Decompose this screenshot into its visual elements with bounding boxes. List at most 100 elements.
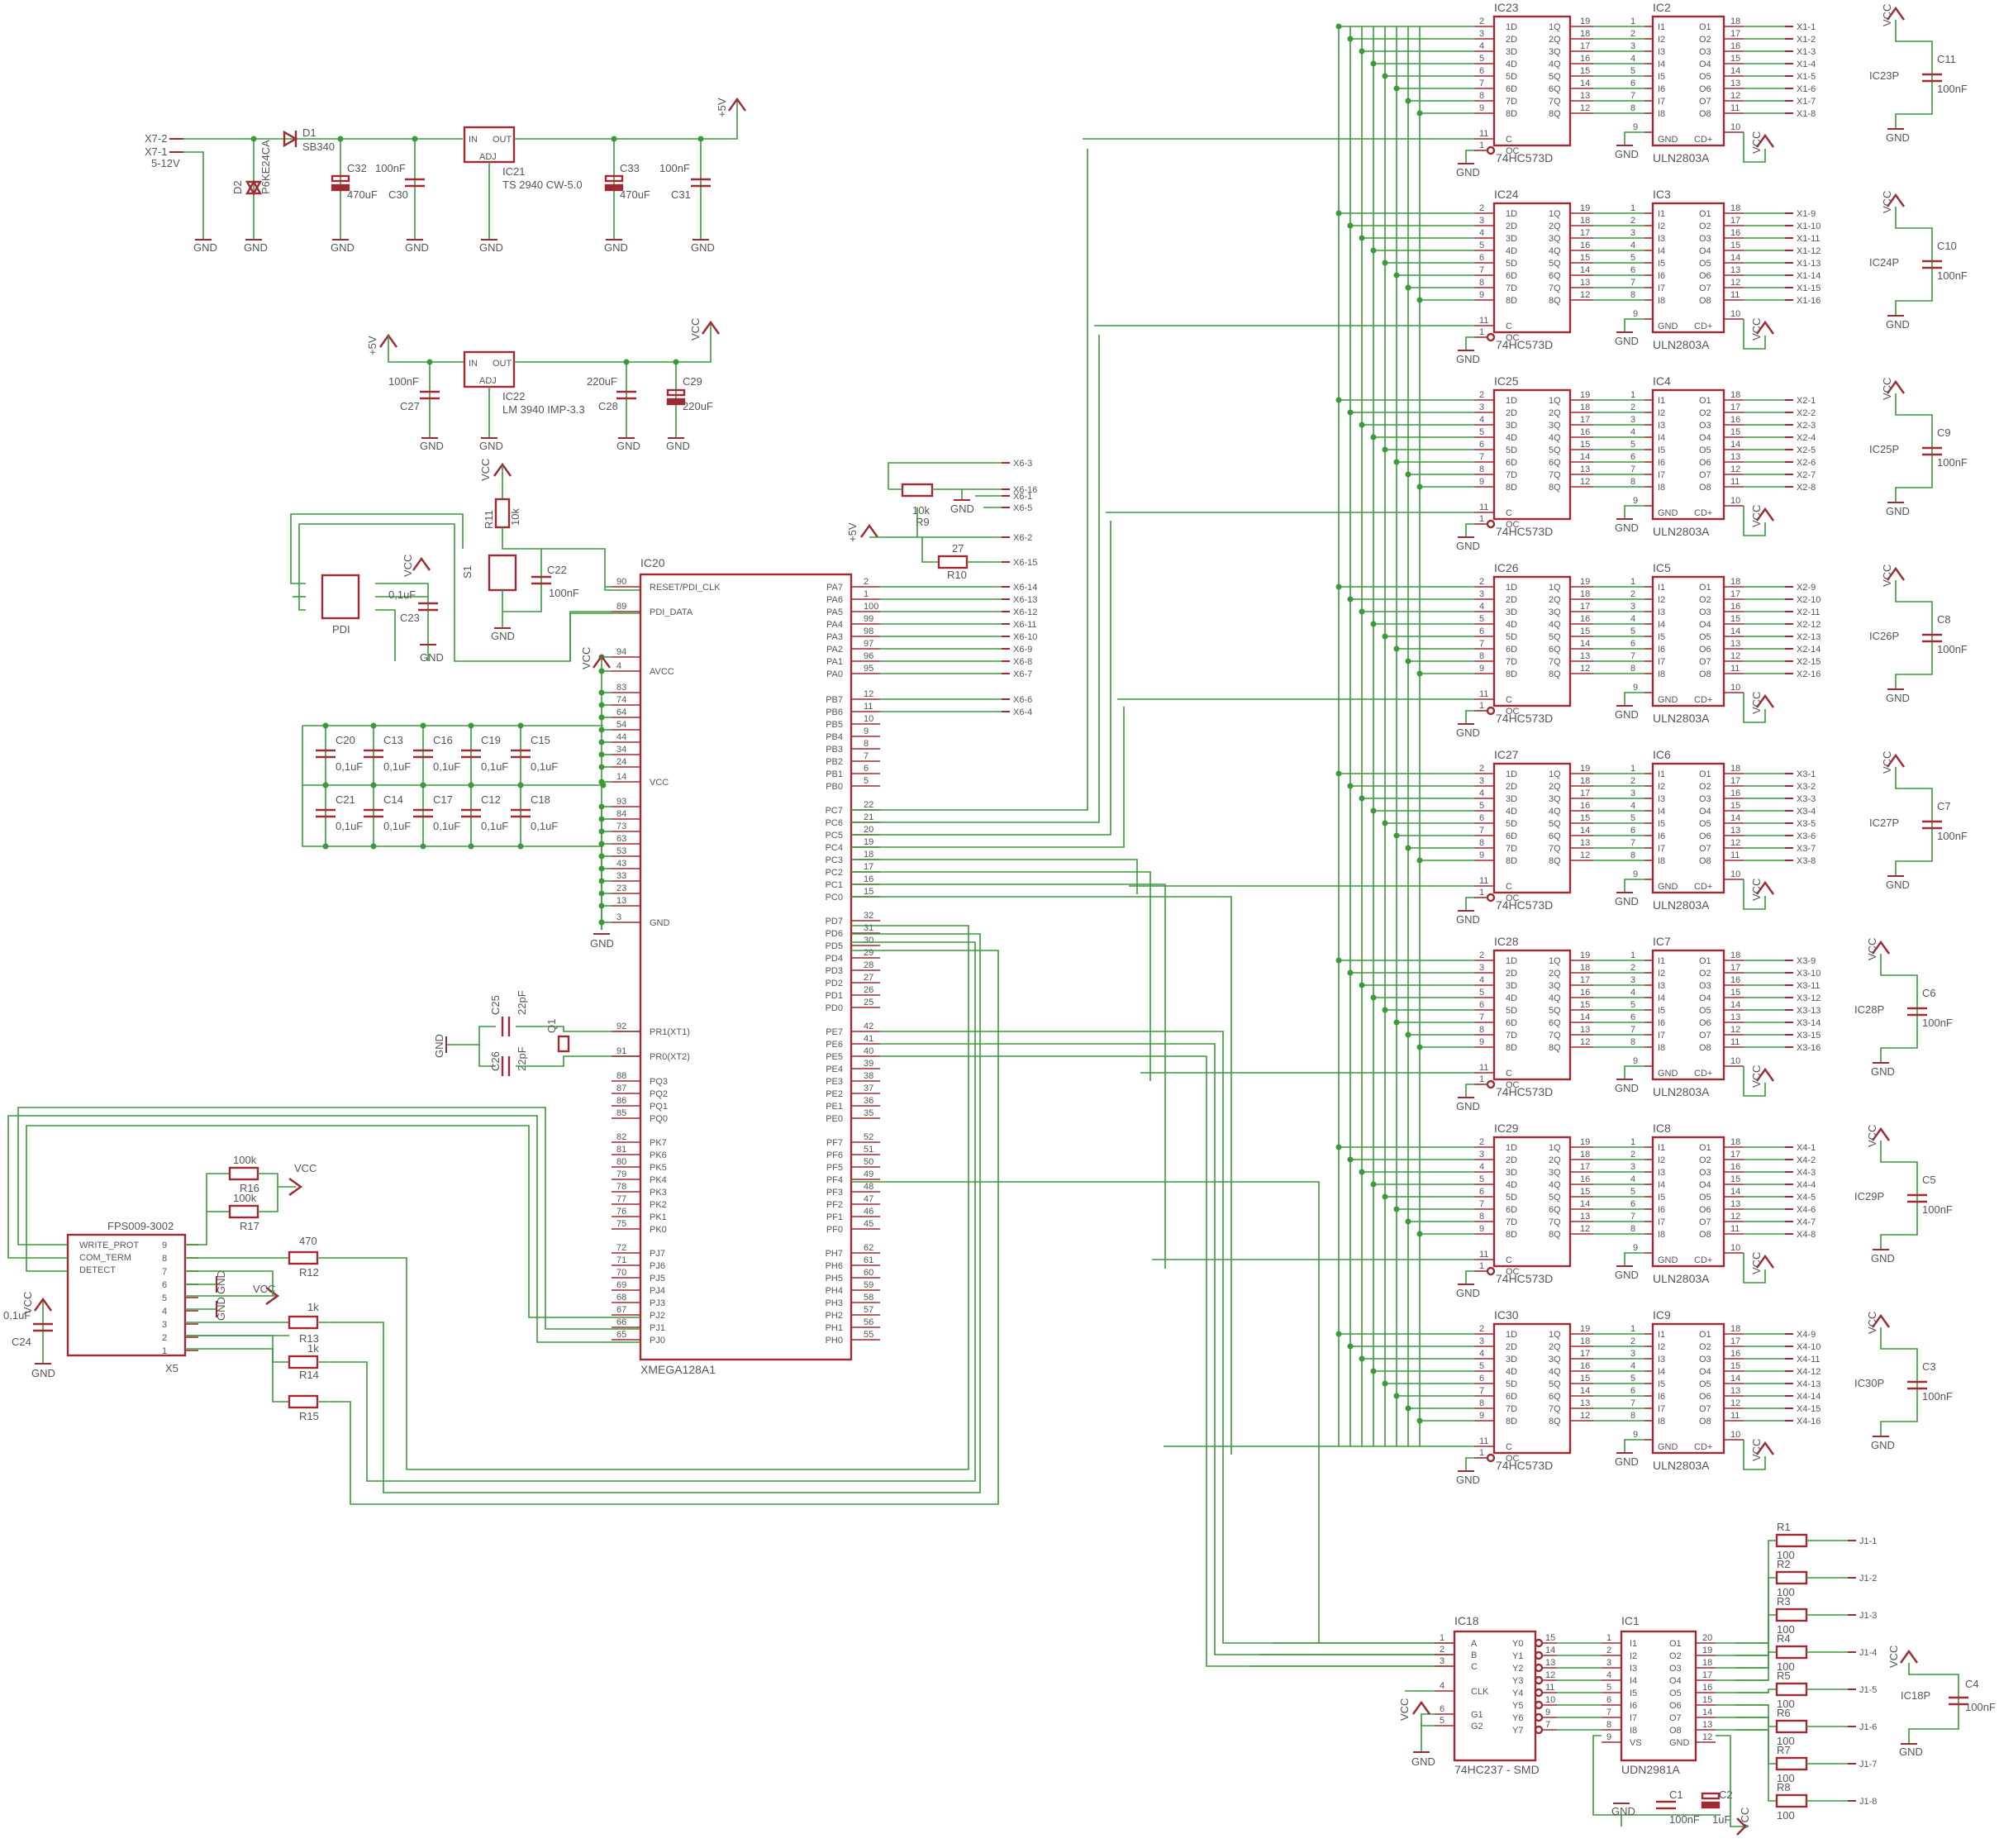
latch-d-label: 3D: [1506, 234, 1517, 244]
driver-o-label: O2: [1699, 1342, 1711, 1352]
wire: [1624, 505, 1644, 519]
mcu-pin-label: PH3: [826, 1298, 843, 1308]
latch-q-num: 12: [1580, 290, 1590, 300]
driver-i-num: 1: [1630, 577, 1635, 587]
driver-o-label: O1: [1699, 583, 1711, 593]
latch-d-num: 7: [1479, 265, 1484, 275]
driver-i-num: 3: [1630, 415, 1635, 425]
x5-pin-num: 3: [162, 1320, 167, 1330]
latch-d-num: 5: [1479, 54, 1484, 64]
driver-i-num: 6: [1630, 826, 1635, 836]
c29-value: 220uF: [683, 400, 713, 412]
driver-i-label: I1: [1658, 583, 1665, 593]
driver-ic9: [1651, 1322, 1725, 1455]
mcu-body: [639, 573, 853, 1361]
mcu-pin-label: PE0: [826, 1114, 843, 1124]
driver-i-num: 4: [1630, 54, 1635, 64]
decoder-in-num: 1: [1440, 1633, 1445, 1643]
udn-in-label: I1: [1630, 1639, 1637, 1649]
latch-q-label: 1Q: [1549, 769, 1561, 779]
driver-i-label: I7: [1658, 97, 1665, 107]
net-label-x1-8: X1-8: [1797, 109, 1816, 119]
decoder-out-bubble: [1534, 1725, 1544, 1735]
vcc-label: VCC: [253, 1283, 275, 1295]
resistor-name: R6: [1777, 1707, 1791, 1719]
driver-i-num: 5: [1630, 66, 1635, 76]
c30-value: 100nF: [375, 162, 406, 174]
supply-cap-name: C7: [1937, 800, 1951, 812]
driver-o-label: O3: [1699, 1355, 1711, 1365]
latch-d-num: 3: [1479, 776, 1484, 786]
latch-q-label: 4Q: [1549, 807, 1561, 817]
latch-q-label: 3Q: [1549, 1168, 1561, 1178]
udn-out-num: 19: [1702, 1646, 1712, 1655]
latch-c-num: 11: [1479, 316, 1488, 326]
udn-in-label: I4: [1630, 1676, 1637, 1686]
latch-value: 74HC573D: [1496, 1272, 1553, 1285]
driver-o-label: O6: [1699, 831, 1711, 841]
net-label-x2-15: X2-15: [1797, 657, 1821, 667]
driver-ic6: [1651, 762, 1725, 894]
udn-in-label: VS: [1630, 1738, 1642, 1748]
driver-o-label: O5: [1699, 819, 1711, 829]
latch-d-num: 6: [1479, 626, 1484, 636]
latch-q-num: 13: [1580, 91, 1590, 101]
latch-d-label: 6D: [1506, 271, 1517, 281]
driver-i-num: 2: [1630, 1150, 1635, 1160]
driver-cd-label: CD+: [1694, 1255, 1712, 1265]
x5-name: FPS009-3002: [107, 1220, 174, 1232]
latch-q-num: 14: [1580, 79, 1590, 88]
wire: [1716, 1717, 1777, 1765]
net-label-j1-4: J1-4: [1859, 1648, 1877, 1658]
latch-d-num: 9: [1479, 290, 1484, 300]
driver-o-num: 11: [1730, 850, 1740, 860]
cap-value: 0,1uF: [481, 760, 508, 773]
latch-q-num: 13: [1580, 1212, 1590, 1222]
latch-q-num: 12: [1580, 1224, 1590, 1234]
driver-o-label: O2: [1699, 782, 1711, 792]
net-label-x3-5: X3-5: [1797, 819, 1816, 829]
driver-o-num: 18: [1730, 764, 1740, 774]
mcu-pin-num: 71: [616, 1255, 626, 1265]
c27-name: C27: [400, 400, 420, 412]
junction: [517, 843, 524, 850]
latch-d-num: 4: [1479, 1162, 1484, 1172]
reg-out-label: OUT: [493, 359, 512, 369]
driver-o-num: 12: [1730, 1398, 1740, 1408]
driver-o-num: 17: [1730, 776, 1740, 786]
net-label-x2-8: X2-8: [1797, 483, 1816, 493]
latch-q-num: 14: [1580, 265, 1590, 275]
latch-d-num: 8: [1479, 278, 1484, 288]
wire: [880, 1043, 1454, 1655]
c27-value: 100nF: [388, 375, 419, 388]
mcu-pin-num: 18: [864, 850, 873, 860]
driver-o-num: 17: [1730, 963, 1740, 973]
latch-q-num: 13: [1580, 651, 1590, 661]
supply-cap-value: 100nF: [1922, 1203, 1953, 1216]
latch-d-label: 8D: [1506, 1043, 1517, 1053]
x5-signal-write-prot: WRITE_PROT: [79, 1241, 139, 1250]
driver-o-label: O5: [1699, 1006, 1711, 1016]
driver-o-label: O3: [1699, 607, 1711, 617]
latch-d-num: 9: [1479, 103, 1484, 113]
udn-out-label: O7: [1669, 1713, 1682, 1723]
latch-d-num: 6: [1479, 1187, 1484, 1197]
mcu-pin-label: PD5: [826, 941, 843, 951]
driver-o-num: 15: [1730, 427, 1740, 437]
driver-i-label: I3: [1658, 421, 1665, 431]
vcc-label: VCC: [1887, 1646, 1900, 1668]
net-label-x2-11: X2-11: [1797, 607, 1821, 617]
resistor-name: R4: [1777, 1632, 1791, 1645]
decoder-in-label: A: [1471, 1639, 1478, 1649]
r13-name: R13: [299, 1332, 319, 1345]
latch-q-num: 16: [1580, 427, 1590, 437]
mcu-pin-label: PE5: [826, 1052, 843, 1062]
latch-d-num: 9: [1479, 1224, 1484, 1234]
latch-d-num: 2: [1479, 1324, 1484, 1334]
driver-i-num: 8: [1630, 850, 1635, 860]
supply-cap-name: C5: [1922, 1174, 1936, 1186]
r16-name: R16: [240, 1182, 259, 1194]
c26-name: C26: [489, 1051, 502, 1071]
resistor-name: R3: [1777, 1595, 1791, 1607]
udn-in-num: 1: [1606, 1633, 1611, 1643]
